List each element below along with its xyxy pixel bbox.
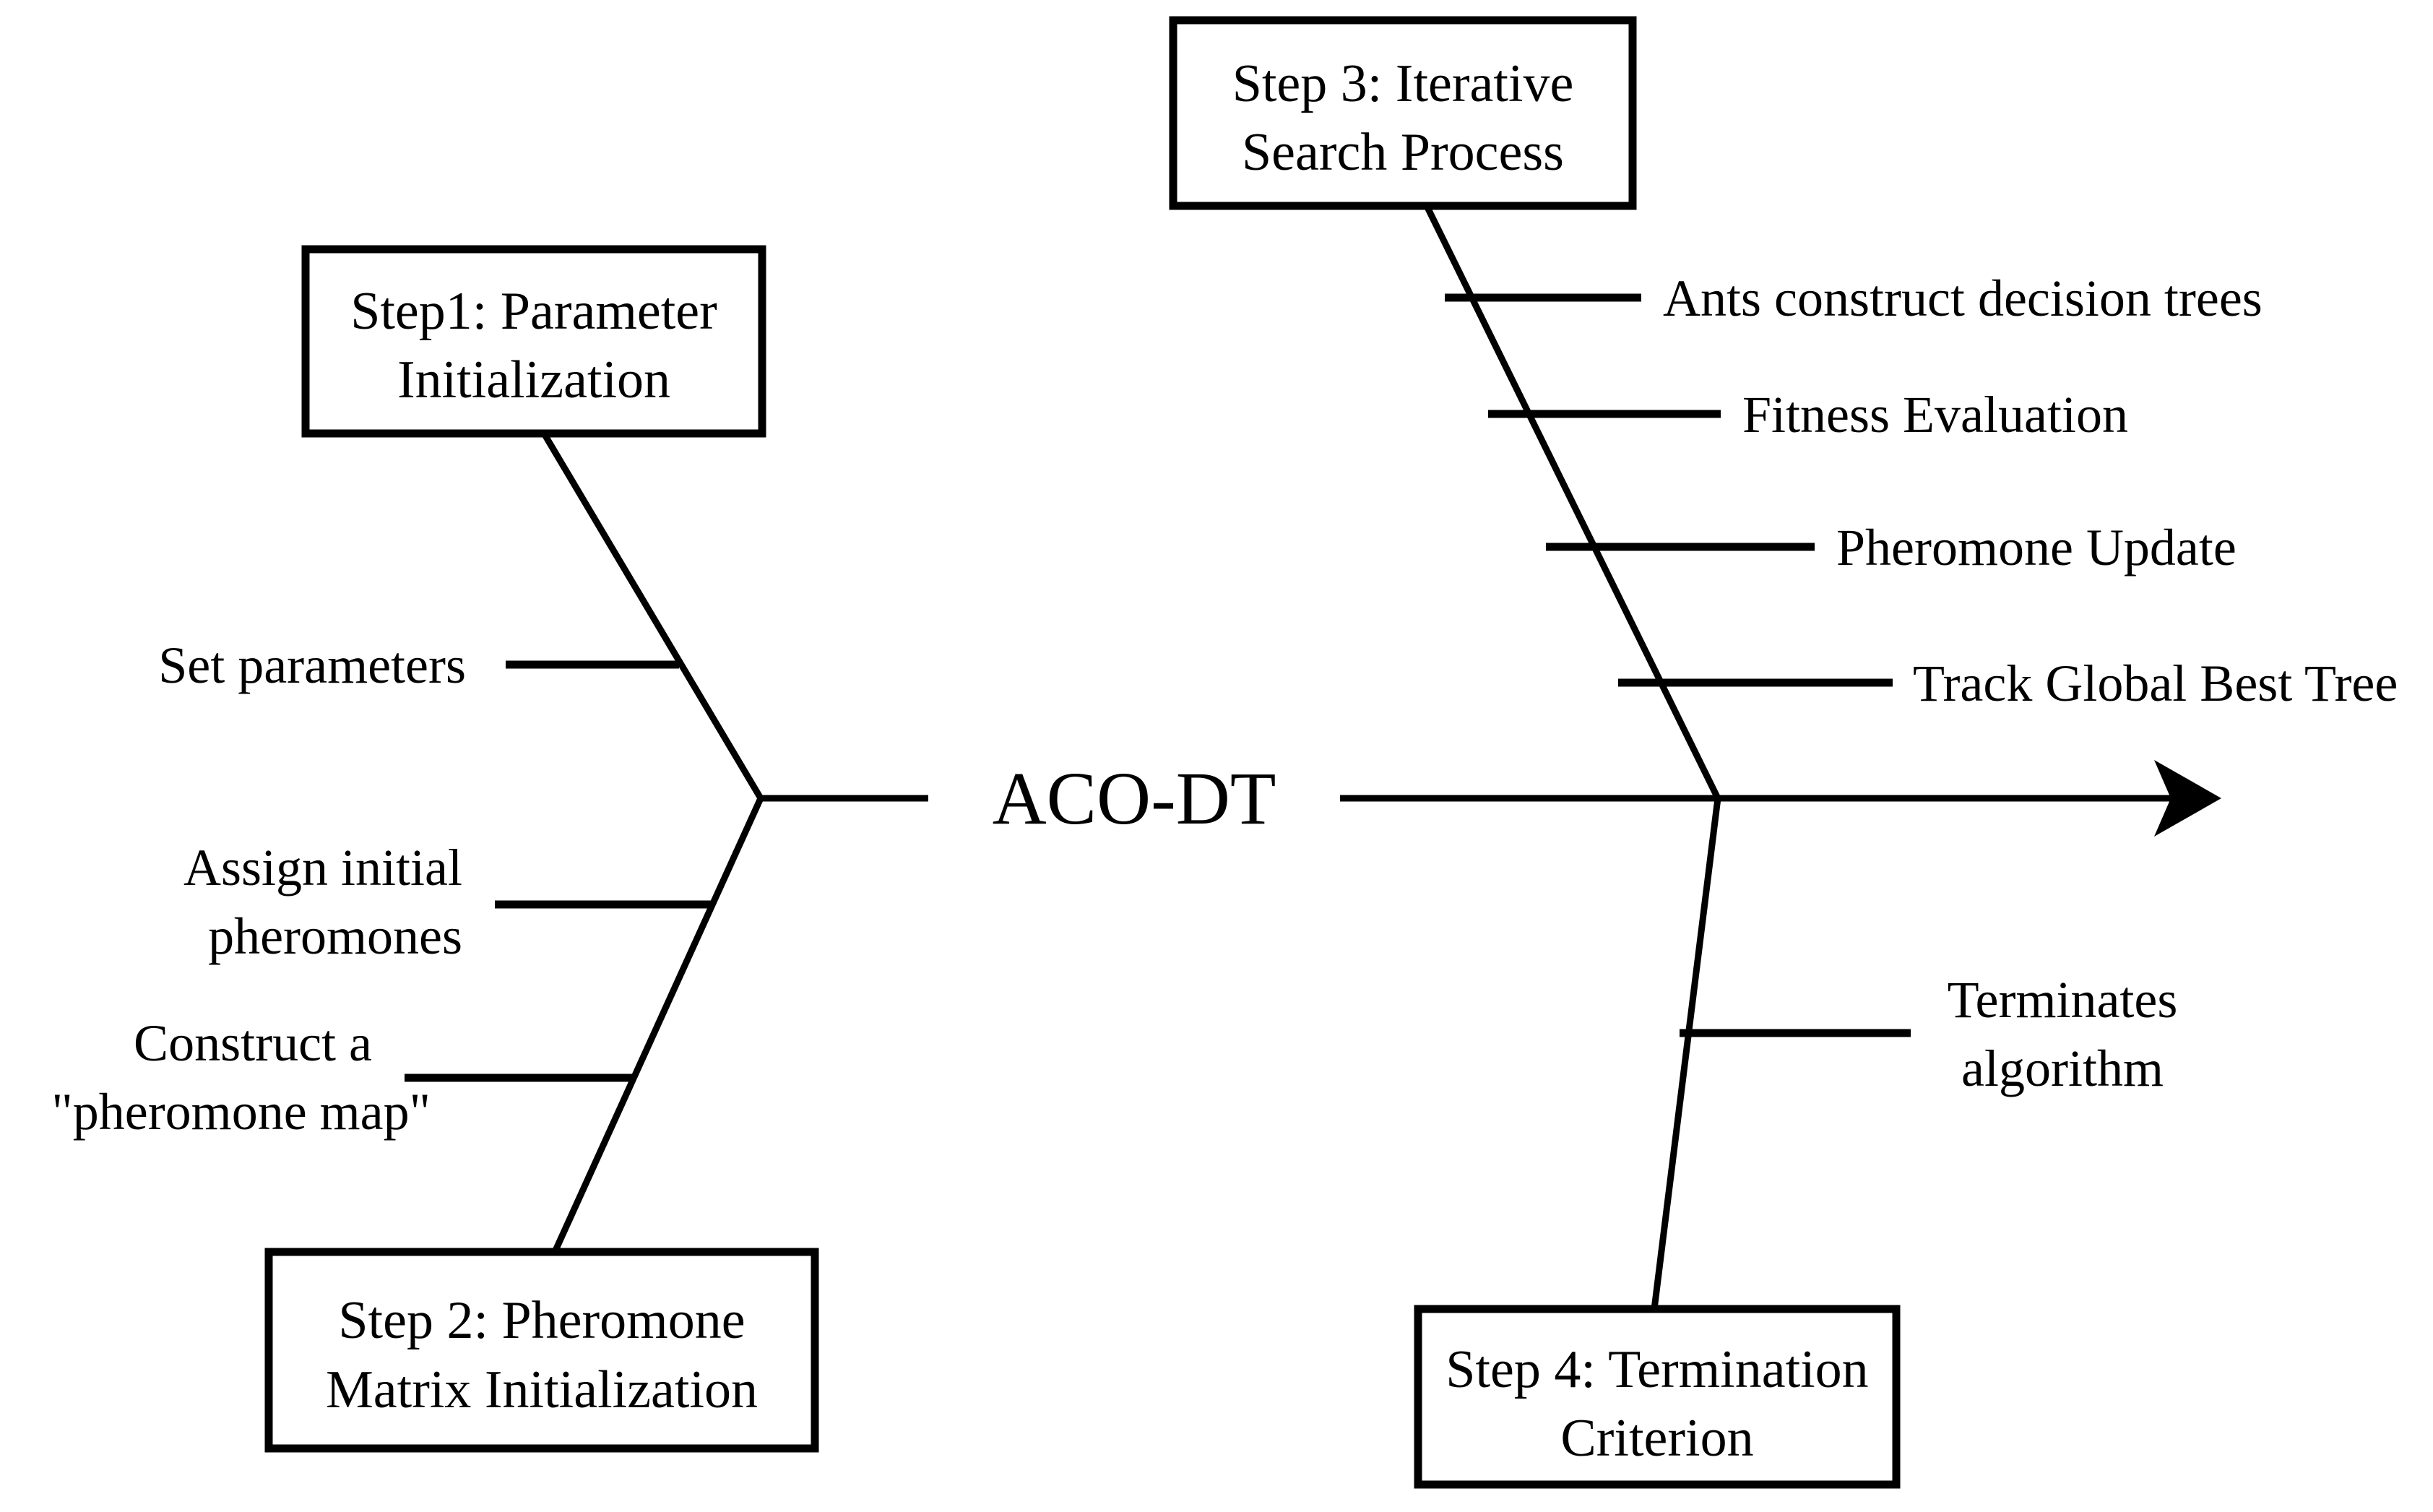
cause-label-track-global-best-tree: Track Global Best Tree — [1913, 655, 2398, 712]
step-1-title-line-2: Initialization — [397, 350, 670, 410]
step-3-box[interactable] — [1169, 16, 1637, 210]
step-2-title-line-2: Matrix Initialization — [326, 1360, 758, 1420]
center-spine-label: ACO-DT — [993, 757, 1276, 840]
step-4-title-line-2: Criterion — [1560, 1409, 1753, 1468]
cause-label-fitness-evaluation: Fitness Evaluation — [1742, 386, 2128, 444]
cause-label-assign-initial-line-2: pheromones — [208, 907, 462, 965]
cause-label-set-parameters: Set parameters — [158, 636, 466, 694]
spine-group — [761, 760, 2221, 837]
rib-step-4 — [1651, 798, 1721, 1310]
twig-group — [405, 293, 1911, 1082]
cause-label-construct-map-line-1: Construct a — [134, 1014, 372, 1072]
cause-label-assign-initial-line-1: Assign initial — [183, 839, 462, 897]
cause-label-pheromone-update: Pheromone Update — [1836, 519, 2237, 576]
rib-step-2 — [551, 797, 764, 1253]
step-4-box[interactable] — [1414, 1305, 1901, 1489]
cause-label-terminates-line-2: algorithm — [1961, 1040, 2164, 1097]
cause-label-construct-map-line-2: "pheromone map" — [51, 1083, 431, 1141]
step-3-title-line-2: Search Process — [1242, 123, 1564, 182]
cause-labels-group: Set parameters Assign initial pheromones… — [51, 269, 2398, 1141]
cause-label-ants-construct-decision-trees: Ants construct decision trees — [1663, 269, 2263, 327]
spine-arrow-icon — [2154, 760, 2221, 837]
step-1-box[interactable] — [301, 245, 766, 438]
step-2-title-line-1: Step 2: Pheromone — [338, 1291, 745, 1350]
rib-step-3 — [1423, 204, 1721, 800]
step-box-labels-group: Step1: Parameter Initialization Step 2: … — [326, 54, 1869, 1468]
step-3-title-line-1: Step 3: Iterative — [1232, 54, 1574, 113]
rib-group — [541, 204, 1721, 1310]
step-1-title-line-1: Step1: Parameter — [350, 282, 717, 341]
rib-step-1 — [541, 431, 764, 800]
step-2-box[interactable] — [264, 1248, 819, 1453]
cause-label-terminates-line-1: Terminates — [1948, 971, 2178, 1029]
step-4-title-line-1: Step 4: Termination — [1445, 1340, 1868, 1399]
step-boxes-group — [264, 16, 1901, 1489]
